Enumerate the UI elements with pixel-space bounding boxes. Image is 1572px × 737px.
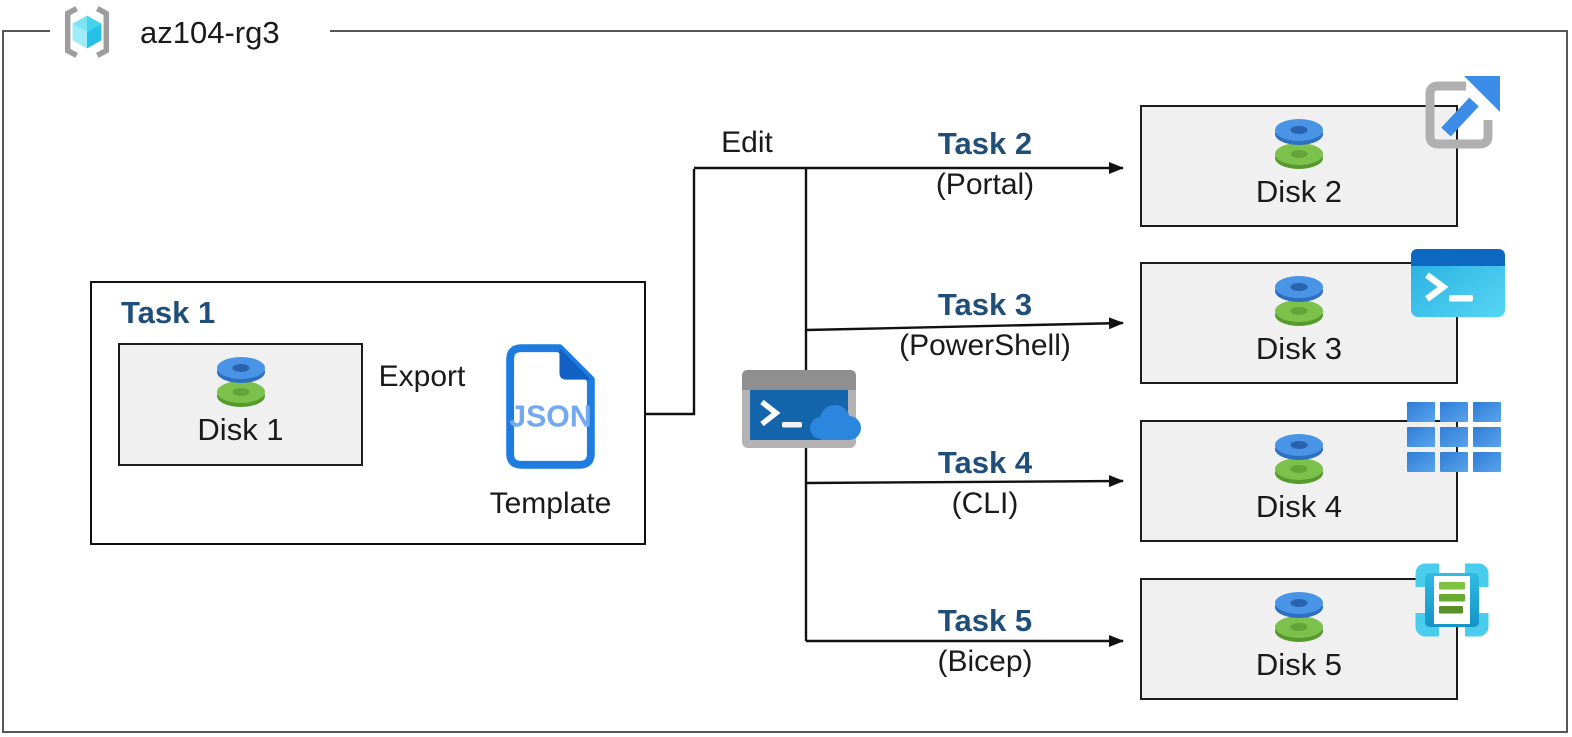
task4-label: Task 4 [937,445,1033,480]
resource-group-label: az104-rg3 [140,15,280,50]
disk4-label: Disk 4 [1255,489,1343,524]
disk3-label: Disk 3 [1255,331,1343,366]
managed-disk-icon [1266,115,1332,173]
task5-label: Task 5 [937,603,1033,638]
task4-method-label: (CLI) [951,487,1019,520]
cli-grid-icon [1407,402,1501,472]
disk5-label: Disk 5 [1255,647,1343,682]
task3-method-label: (PowerShell) [899,329,1071,362]
managed-disk-icon [208,353,274,411]
azure-portal-icon [1425,76,1500,149]
branch-label-task3: Task 3 (PowerShell) [840,287,1130,364]
border-gap [50,27,330,35]
disk1-box: Disk 1 [118,343,363,466]
disk2-label: Disk 2 [1255,174,1343,209]
resource-group-icon [64,6,110,58]
json-doc-text: JSON [509,401,591,434]
powershell-icon [1411,249,1505,317]
resource-group-border [2,30,1568,733]
task1-title: Task 1 [121,295,216,330]
export-label: Export [378,360,466,393]
task5-method-label: (Bicep) [937,645,1033,678]
task3-label: Task 3 [937,287,1033,322]
task2-method-label: (Portal) [935,168,1035,201]
managed-disk-icon [1266,430,1332,488]
branch-label-task2: Task 2 (Portal) [840,126,1130,203]
edit-label: Edit [721,126,773,159]
bicep-template-icon [1415,563,1489,637]
task2-label: Task 2 [937,126,1033,161]
managed-disk-icon [1266,272,1332,330]
disk1-label: Disk 1 [197,412,284,447]
disk4-box: Disk 4 [1140,420,1458,542]
cloud-shell-icon [742,370,861,448]
disk2-box: Disk 2 [1140,105,1458,227]
json-template-icon: JSON [506,344,595,469]
branch-label-task5: Task 5 (Bicep) [840,603,1130,680]
template-label: Template [489,487,612,520]
branch-label-task4: Task 4 (CLI) [840,445,1130,522]
managed-disk-icon [1266,588,1332,646]
disk5-box: Disk 5 [1140,578,1458,700]
disk3-box: Disk 3 [1140,262,1458,384]
